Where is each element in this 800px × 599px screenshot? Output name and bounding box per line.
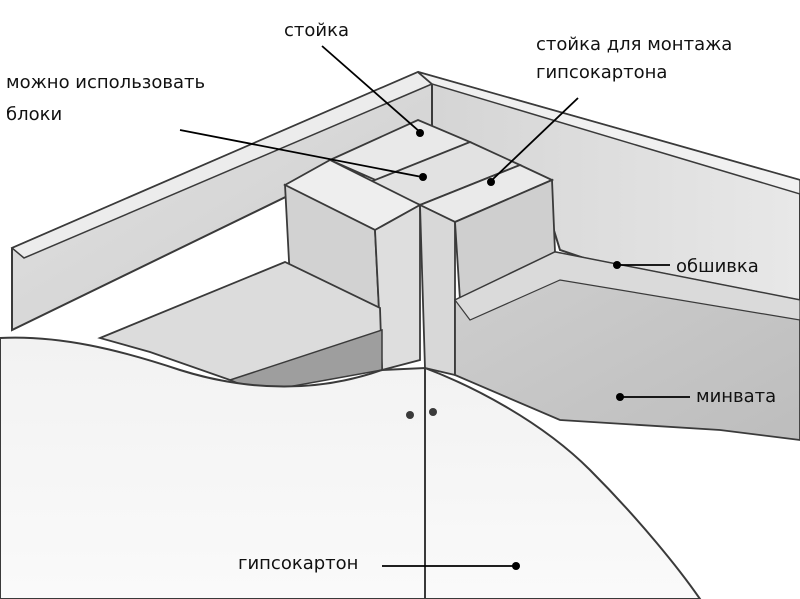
mineral-wool-top — [454, 251, 800, 321]
right-drywall — [424, 366, 702, 599]
leader-sheathing-dot — [613, 261, 621, 269]
leader-stud-drywall-dot — [487, 178, 495, 186]
label-stud-drywall-line1: стойка для монтажа — [536, 34, 733, 55]
label-blocks-line1: можно использовать — [6, 72, 206, 93]
leader-stud — [321, 45, 421, 133]
right-stud-front — [419, 203, 456, 377]
screw-dot-left — [406, 411, 414, 419]
leader-mineral-wool-dot — [616, 393, 624, 401]
left-drywall — [0, 336, 426, 599]
leader-blocks-dot — [419, 173, 427, 181]
label-sheathing: обшивка — [676, 256, 759, 277]
screw-dot-right — [429, 408, 437, 416]
label-blocks-line2: блоки — [6, 104, 63, 125]
label-stud: стойка — [284, 20, 349, 41]
right-wall-edge — [417, 71, 800, 195]
label-stud-drywall-line2: гипсокартона — [536, 62, 668, 83]
leader-drywall-dot — [512, 562, 520, 570]
leader-blocks — [179, 129, 423, 178]
leader-stud-drywall — [491, 97, 579, 181]
label-mineral-wool: минвата — [696, 386, 777, 407]
label-drywall: гипсокартон — [238, 553, 359, 574]
leader-stud-dot — [416, 129, 424, 137]
